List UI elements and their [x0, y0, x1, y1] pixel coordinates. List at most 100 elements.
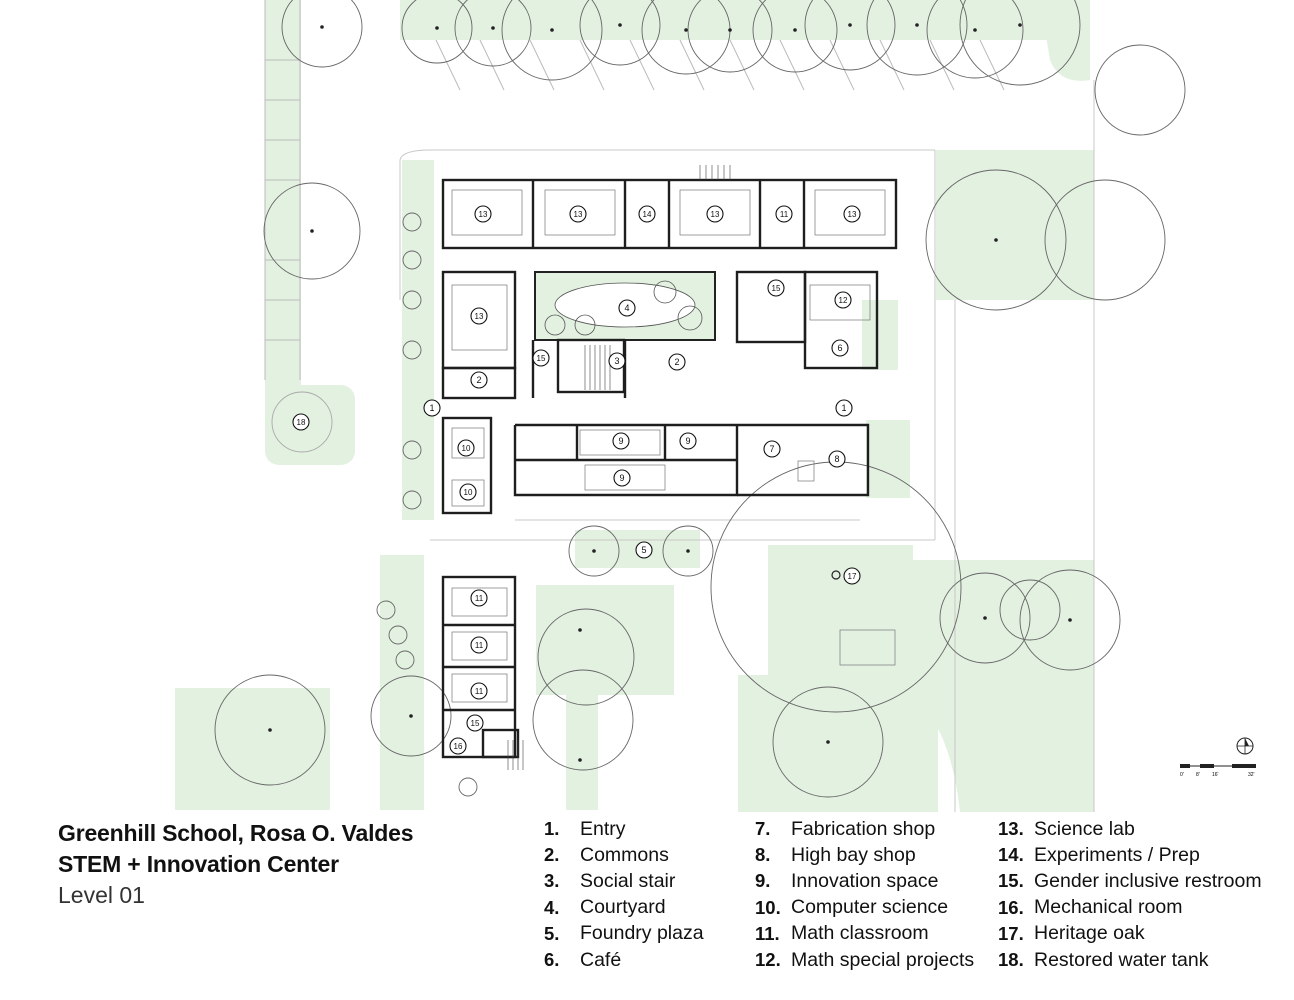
- room-badge-2: 2: [470, 371, 488, 389]
- room-badge-circle: [292, 413, 310, 431]
- room-badge-14: 14: [638, 205, 656, 223]
- tree-trunks: [268, 23, 1072, 762]
- legend-item: 5.Foundry plaza: [544, 921, 704, 947]
- room-badge-number: 7: [769, 444, 774, 454]
- room-badge-number: 9: [618, 436, 623, 446]
- scale-label-8: 8': [1196, 772, 1200, 778]
- legend-item: 9. Innovation space: [755, 868, 974, 894]
- title-line-1: Greenhill School, Rosa O. Valdes: [58, 820, 414, 846]
- room-badge-number: 2: [476, 375, 481, 385]
- legend-label: Restored water tank: [1034, 948, 1209, 971]
- title-line-2: STEM + Innovation Center: [58, 851, 339, 877]
- room-badge-17: 17: [843, 567, 861, 585]
- room-badge-5: 5: [635, 541, 653, 559]
- legend-number: 17.: [998, 922, 1024, 944]
- room-badge-4: 4: [618, 299, 636, 317]
- legend-number: 5.: [544, 922, 560, 944]
- room-badge-number: 16: [454, 742, 463, 751]
- legend-number: 3.: [544, 870, 560, 892]
- room-badge-circle: [679, 432, 697, 450]
- room-badge-9: 9: [612, 432, 630, 450]
- room-badge-number: 15: [537, 354, 546, 363]
- room-badge-number: 1: [429, 403, 434, 413]
- legend-number: 13.: [998, 818, 1024, 840]
- legend-number: 4.: [544, 896, 560, 918]
- legend-item: 15. Gender inclusive restroom: [998, 868, 1262, 894]
- room-badge-circle: [457, 439, 475, 457]
- room-badge-15: 15: [767, 279, 785, 297]
- room-badge-circle: [474, 205, 492, 223]
- stairs: [507, 165, 731, 770]
- heritage-oak-trunk: [831, 570, 841, 580]
- legend-label: Experiments / Prep: [1034, 843, 1200, 866]
- building-walls: [441, 178, 898, 759]
- room-badge-number: 5: [641, 545, 646, 555]
- level-label: Level 01: [58, 882, 145, 908]
- room-badge-circle: [532, 349, 550, 367]
- room-badge-11: 11: [470, 636, 488, 654]
- room-badge-circle: [775, 205, 793, 223]
- legend-number: 12.: [755, 949, 781, 971]
- legend-label: Gender inclusive restroom: [1034, 869, 1262, 892]
- legend-number: 10.: [755, 896, 781, 918]
- legend-item: 13. Science lab: [998, 816, 1262, 842]
- room-badge-number: 12: [839, 296, 848, 305]
- room-badge-circle: [834, 291, 852, 309]
- room-badge-number: 2: [674, 357, 679, 367]
- room-badge-circle: [843, 205, 861, 223]
- room-badge-9: 9: [613, 469, 631, 487]
- room-badge-2: 2: [668, 353, 686, 371]
- room-badge-circle: [423, 399, 441, 417]
- scale-label-16: 16': [1212, 772, 1219, 778]
- legend-item: 18.Restored water tank: [998, 947, 1262, 973]
- site-edges: [399, 80, 1095, 812]
- legend-label: Innovation space: [791, 869, 939, 892]
- room-badge-number: 15: [471, 719, 480, 728]
- room-badge-circle: [831, 339, 849, 357]
- room-badge-number: 13: [475, 312, 484, 321]
- room-badge-number: 3: [614, 356, 619, 366]
- room-badge-circle: [668, 353, 686, 371]
- room-badge-13: 13: [470, 307, 488, 325]
- room-badge-number: 10: [464, 488, 473, 497]
- room-badge-number: 18: [297, 418, 306, 427]
- legend-item: 6.Café: [544, 947, 704, 973]
- legend-label: Social stair: [580, 869, 676, 892]
- room-badge-circle: [612, 432, 630, 450]
- legend-label: Café: [580, 948, 622, 971]
- legend-label: Courtyard: [580, 896, 666, 919]
- legend-column-3: 13.Science lab 14.Experiments / Prep 15.…: [998, 816, 1262, 973]
- legend-number: 16.: [998, 896, 1024, 918]
- legend-label: Heritage oak: [1034, 922, 1145, 945]
- room-badge-circle: [470, 307, 488, 325]
- room-badge-circle: [635, 541, 653, 559]
- room-badge-number: 8: [834, 454, 839, 464]
- drawing-title-block: Greenhill School, Rosa O. Valdes STEM + …: [58, 818, 498, 911]
- room-badge-circle: [613, 469, 631, 487]
- room-badge-18: 18: [292, 413, 310, 431]
- legend-item: 2.Commons: [544, 842, 704, 868]
- legend-number: 15.: [998, 870, 1024, 892]
- legend-number: 8.: [755, 844, 771, 866]
- room-badge-circle: [638, 205, 656, 223]
- legend-label: Science lab: [1034, 817, 1135, 840]
- parking-lines: [264, 0, 1005, 380]
- room-badge-circle: [470, 589, 488, 607]
- legend-item: 3. Social stair: [544, 868, 704, 894]
- scale-label-32: 32': [1248, 772, 1255, 778]
- room-badge-circle: [706, 205, 724, 223]
- room-badge-13: 13: [706, 205, 724, 223]
- room-badge-number: 6: [837, 343, 842, 353]
- room-badge-number: 11: [475, 687, 484, 696]
- legend-number: 1.: [544, 818, 560, 840]
- legend-item: 10.Computer science: [755, 895, 974, 921]
- room-badge-10: 10: [457, 439, 475, 457]
- room-badge-8: 8: [828, 450, 846, 468]
- room-badge-circle: [466, 714, 484, 732]
- room-badge-circle: [470, 636, 488, 654]
- legend-number: 9.: [755, 870, 771, 892]
- room-badge-11: 11: [470, 589, 488, 607]
- room-badge-13: 13: [843, 205, 861, 223]
- legend-label: Math classroom: [791, 922, 929, 945]
- room-badge-number: 11: [475, 641, 484, 650]
